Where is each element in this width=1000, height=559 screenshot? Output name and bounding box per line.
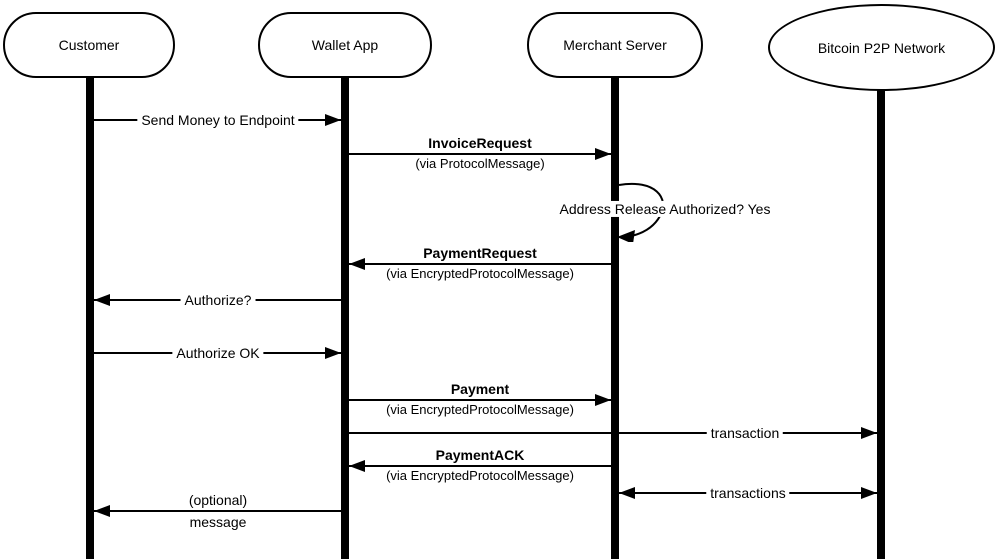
message-label: (optional) [188,491,248,508]
message-label: PaymentRequest [423,244,537,261]
message-line [349,465,611,467]
actor-label: Customer [58,37,120,53]
arrowhead-right-icon [325,347,341,359]
arrowhead-right-icon [325,114,341,126]
message-sublabel: (via EncryptedProtocolMessage) [386,266,574,281]
message-label: Address Release Authorized? Yes [555,200,775,218]
message-sublabel: (via ProtocolMessage) [415,156,545,171]
message-sublabel: message [189,514,247,530]
message-line [94,510,341,512]
arrowhead-right-icon [861,427,877,439]
message-line [349,432,877,434]
message-label: transactions [706,484,790,502]
message-line [349,399,611,401]
message-sublabel: (via EncryptedProtocolMessage) [386,402,574,417]
lifeline-customer [86,77,94,559]
arrowhead-left-icon [94,505,110,517]
actor-label: Bitcoin P2P Network [817,39,946,56]
arrowhead-right-icon [595,148,611,160]
message-label: transaction [706,424,784,442]
message-label: PaymentACK [435,446,525,463]
arrowhead-left-icon [349,460,365,472]
message-line [349,153,611,155]
message-line [349,263,611,265]
arrowhead-left-icon [94,294,110,306]
message-label: Authorize OK [172,344,264,362]
message-label: InvoiceRequest [428,134,532,151]
lifeline-wallet-app [341,77,349,559]
arrowhead-right-icon [861,487,877,499]
message-label: Authorize? [180,291,256,309]
lifeline-merchant-server [611,77,619,559]
actor-label: Merchant Server [563,37,667,53]
arrowhead-right-icon [595,394,611,406]
actor-merchant-server: Merchant Server [527,12,703,78]
message-label: Send Money to Endpoint [137,111,299,129]
actor-label: Wallet App [311,37,379,53]
actor-bitcoin-p2p-network: Bitcoin P2P Network [768,4,995,91]
lifeline-bitcoin-p2p-network [877,90,885,559]
actor-customer: Customer [3,12,175,78]
arrowhead-left-icon [349,258,365,270]
message-label: Payment [450,380,510,397]
message-sublabel: (via EncryptedProtocolMessage) [386,468,574,483]
arrowhead-left-icon [619,487,635,499]
actor-wallet-app: Wallet App [258,12,432,78]
